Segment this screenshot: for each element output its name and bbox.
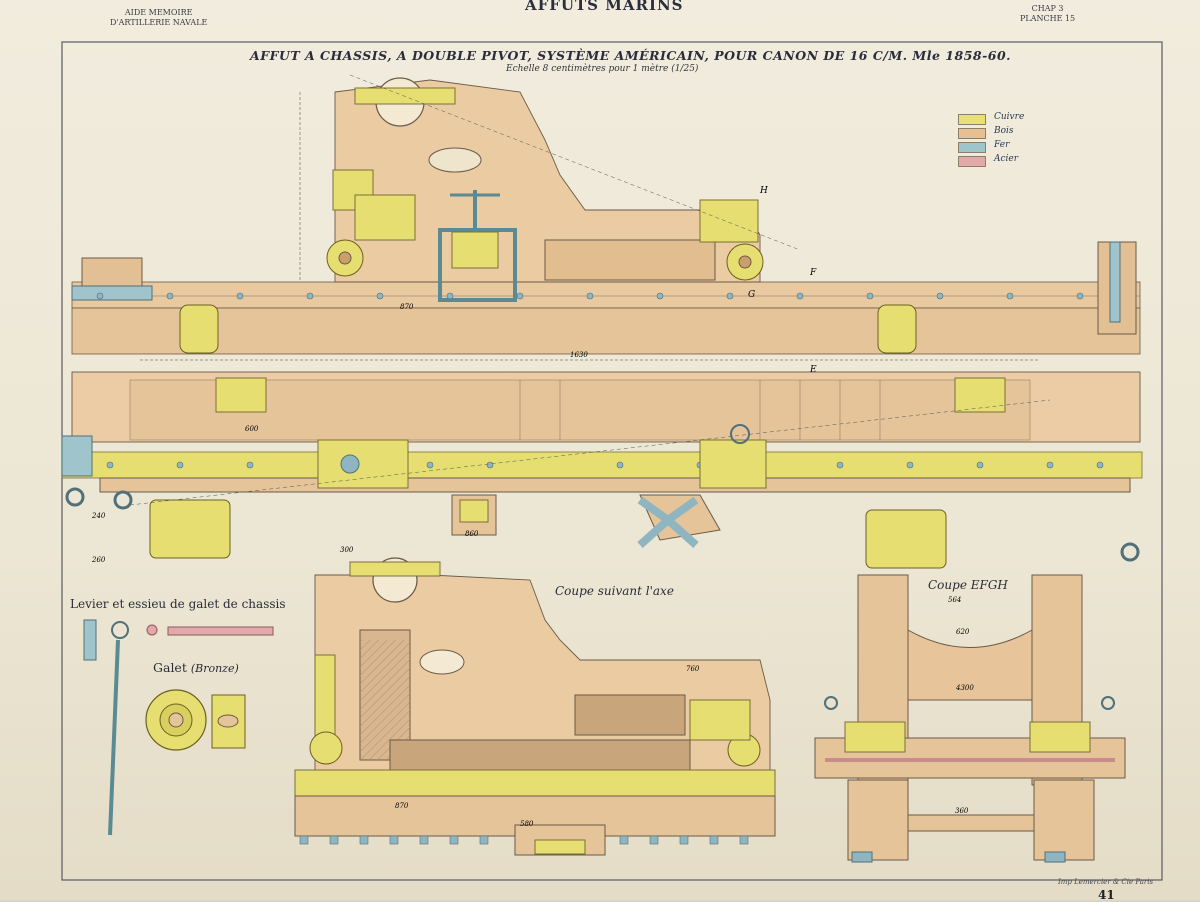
side-elevation-view: [71, 74, 1141, 361]
legend-swatch: [958, 128, 986, 139]
dimension-label: 760: [686, 665, 700, 673]
corner-line: CHAP 3: [1031, 4, 1064, 13]
dimension-label: 1630: [570, 351, 588, 359]
dimension-label: 240: [92, 512, 106, 520]
corner-line: D'ARTILLERIE NAVALE: [110, 18, 208, 27]
dimension-label: 360: [955, 807, 969, 815]
plan-view: [61, 371, 1143, 569]
point-letter: G: [748, 290, 756, 300]
corner-line: AIDE MEMOIRE: [124, 8, 193, 17]
roller-caption: Galet (Bronze): [153, 660, 239, 675]
dimension-label: 620: [956, 628, 970, 636]
dimension-label: 564: [948, 596, 962, 604]
dimension-label: 300: [340, 546, 354, 554]
left-corner-caption: AIDE MEMOIRE D'ARTILLERIE NAVALE: [110, 8, 207, 28]
dimension-label: 600: [245, 425, 259, 433]
roller-caption-material: (Bronze): [190, 662, 239, 675]
section-efgh-view: [814, 574, 1126, 863]
right-corner-caption: CHAP 3 PLANCHE 15: [1020, 4, 1075, 24]
axial-section-view: [294, 557, 776, 856]
legend-label: Fer: [994, 140, 1010, 150]
legend-label: Cuivre: [994, 112, 1025, 122]
axial-section-caption: Coupe suivant l'axe: [555, 584, 674, 598]
page-number: 41: [1098, 888, 1115, 902]
material-legend: Cuivre Bois Fer Acier: [958, 112, 1068, 172]
scale-note: Echelle 8 centimètres pour 1 mètre (1/25…: [506, 64, 699, 74]
dimension-label: 860: [465, 530, 479, 538]
legend-swatch: [958, 156, 986, 167]
page-title: AFFUTS MARINS: [525, 0, 684, 14]
roller-caption-title: Galet: [153, 660, 187, 675]
dimension-label: 870: [400, 303, 414, 311]
printer-credit: Imp Lemercier & Cie Paris: [1058, 878, 1154, 886]
legend-swatch: [958, 142, 986, 153]
legend-label: Bois: [994, 126, 1014, 136]
plate-subtitle: AFFUT A CHASSIS, A DOUBLE PIVOT, SYSTÈME…: [250, 48, 1012, 63]
dimension-label: 870: [395, 802, 409, 810]
efgh-section-caption: Coupe EFGH: [928, 578, 1008, 592]
point-letter: F: [810, 268, 817, 278]
legend-label: Acier: [994, 154, 1019, 164]
corner-line: PLANCHE 15: [1020, 14, 1076, 23]
point-letter: H: [760, 186, 768, 196]
dimension-label: 260: [92, 556, 106, 564]
dimension-label: 4300: [956, 684, 974, 692]
dimension-label: 580: [520, 820, 534, 828]
lever-caption: Levier et essieu de galet de chassis: [70, 597, 286, 611]
point-letter: E: [810, 365, 817, 375]
legend-swatch: [958, 114, 986, 125]
lever-and-roller-details: [83, 619, 274, 836]
